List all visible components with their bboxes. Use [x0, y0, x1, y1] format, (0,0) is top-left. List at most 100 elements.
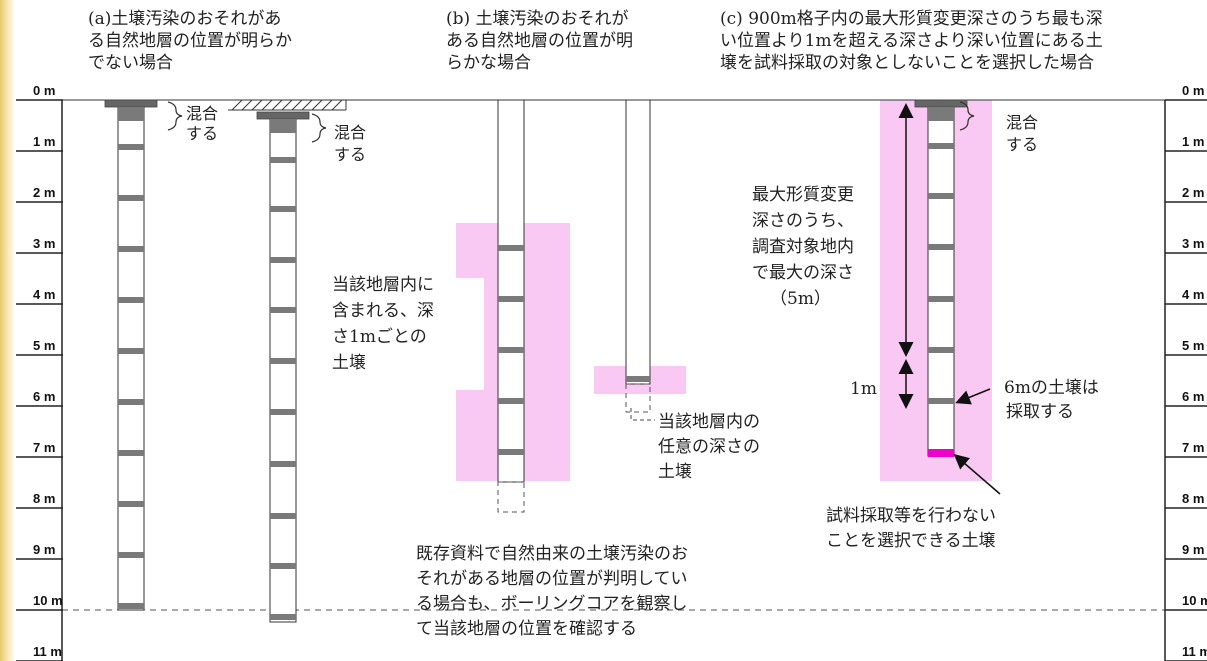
bore-b2 — [625, 99, 651, 413]
bore-a1-sample-band — [118, 501, 144, 507]
mix-label-a2: 混合 する — [334, 123, 367, 164]
boring-cores — [104, 99, 968, 623]
bore-a2-tube — [269, 117, 297, 623]
depth-scale-left-label: 5 m — [33, 338, 56, 353]
depth-scale-right-label: 4 m — [1182, 287, 1205, 302]
bore-a2-sample-band — [270, 257, 296, 263]
hatched-surface-cover — [228, 99, 347, 111]
bore-a1-sample-band — [118, 552, 144, 558]
bore-a2-sample-band — [270, 614, 296, 620]
bore-a1 — [104, 99, 158, 611]
depth-scale-left-label: 9 m — [33, 542, 56, 557]
arrow-6m-sample — [955, 388, 991, 405]
bore-a1-sample-band — [118, 399, 144, 405]
bore-b1-sample-band — [498, 398, 524, 404]
bore-a1-cap — [104, 99, 158, 108]
depth-scale-right-label: 0 m — [1182, 83, 1205, 98]
label-any-depth: 当該地層内の 任意の深さの 土壌 — [658, 412, 760, 482]
depth-scale-right-label: 1 m — [1182, 134, 1205, 149]
bore-b1-dashed-extension — [497, 481, 525, 513]
depth-scale-left-label: 4 m — [33, 287, 56, 302]
depth-scale-right-label: 6 m — [1182, 389, 1205, 404]
bore-a1-tube — [117, 106, 145, 611]
bore-c — [914, 99, 968, 457]
label-layer-soil: 当該地層内に 含まれる、深 さ1mごとの 土壌 — [332, 275, 434, 373]
depth-scales — [16, 99, 1207, 661]
depth-scale-right-label: 2 m — [1182, 185, 1205, 200]
depth-scale-right — [1164, 99, 1207, 661]
mix-brace-a2 — [311, 113, 327, 143]
bore-a1-sample-band — [118, 450, 144, 456]
bore-a2-cap — [256, 111, 310, 120]
bore-a2-sample-band — [270, 563, 296, 569]
bore-a1-sample-band — [118, 144, 144, 150]
depth-scale-right-label: 10 m — [1182, 593, 1207, 608]
depth-scale-left — [16, 99, 63, 661]
any-depth-guide — [630, 408, 655, 421]
bore-b1 — [497, 99, 525, 513]
bore-a2-sample-band — [270, 513, 296, 519]
depth-scale-left-label: 3 m — [33, 236, 56, 251]
bore-a2-mixed-sample — [270, 119, 296, 133]
bore-c-sample-band — [928, 244, 954, 250]
bore-b2-tube — [625, 99, 651, 385]
pink-zone-b-notch — [456, 278, 484, 390]
mix-brace-a1 — [167, 101, 183, 131]
label-existing-data: 既存資料で自然由来の土壌汚染のお それがある地層の位置が判明してい る場合も、ボ… — [416, 544, 688, 639]
label-one-meter: 1m — [850, 379, 877, 399]
bore-b1-sample-band — [498, 449, 524, 455]
bore-a1-sample-band — [118, 297, 144, 303]
depth-scale-left-label: 7 m — [33, 440, 56, 455]
bore-a2 — [256, 111, 310, 623]
depth-scale-left-label: 11 m — [33, 644, 62, 659]
bore-b2-dashed-extension — [625, 383, 651, 413]
caption-c: (c) 900m格子内の最大形質変更深さのうち最も深 い位置より1mを超える深さ… — [720, 9, 1103, 73]
bore-b2-sample-band — [626, 376, 650, 382]
bore-a1-mixed-sample — [118, 107, 144, 121]
depth-scale-right-label: 3 m — [1182, 236, 1205, 251]
bore-a1-sample-band — [118, 348, 144, 354]
bore-c-mixed-sample — [928, 107, 954, 121]
bore-a1-sample-band — [118, 246, 144, 252]
depth-scale-right-label: 7 m — [1182, 440, 1205, 455]
bore-a2-sample-band — [270, 307, 296, 313]
bore-a1-sample-band — [118, 195, 144, 201]
label-no-sample: 試料採取等を行わない ことを選択できる土壌 — [826, 506, 996, 551]
bore-a2-sample-band — [270, 206, 296, 212]
mix-label-a1: 混合 する — [186, 104, 219, 143]
bore-b1-sample-band — [498, 296, 524, 302]
bore-a2-sample-band — [270, 461, 296, 467]
depth-scale-left-label: 6 m — [33, 389, 56, 404]
bore-b1-tube — [497, 99, 525, 483]
arrow-no-sample — [953, 454, 1001, 495]
page-edge-gradient — [0, 0, 14, 661]
bore-b1-sample-band — [498, 245, 524, 251]
bore-b1-sample-band — [498, 347, 524, 353]
bore-c-cap — [914, 99, 968, 108]
bore-a2-sample-band — [270, 409, 296, 415]
label-max-depth: 最大形質変更 深さのうち、 調査対象地内 で最大の深さ （5m） — [752, 185, 854, 309]
depth-scale-left-label: 8 m — [33, 491, 56, 506]
depth-scale-left-label: 0 m — [33, 83, 56, 98]
depth-scale-right-label: 5 m — [1182, 338, 1205, 353]
bore-c-sample-band — [928, 143, 954, 149]
mix-label-c: 混合 する — [1006, 113, 1039, 154]
mix-brace-c — [959, 101, 975, 131]
bore-a2-sample-band — [270, 358, 296, 364]
caption-b: (b) 土壌汚染のおそれが ある自然地層の位置が明 らかな場合 — [446, 9, 633, 73]
depth-scale-left-label: 1 m — [33, 134, 56, 149]
depth-scale-left-label: 2 m — [33, 185, 56, 200]
depth-scale-right-label: 9 m — [1182, 542, 1205, 557]
bore-c-sample-band — [928, 296, 954, 302]
depth-scale-right-label: 11 m — [1182, 644, 1207, 659]
bore-c-sample-band — [928, 347, 954, 353]
caption-a: (a)土壌汚染のおそれがあ る自然地層の位置が明らか でない場合 — [88, 9, 292, 73]
label-take-6m: 6mの土壌は 採取する — [1004, 378, 1099, 422]
bore-a2-sample-band — [270, 157, 296, 163]
bore-c-excluded-sample — [928, 449, 954, 457]
bore-c-sample-band — [928, 398, 954, 404]
depth-scale-right-label: 8 m — [1182, 491, 1205, 506]
bore-a1-sample-band — [118, 603, 144, 609]
depth-scale-left-label: 10 m — [33, 593, 63, 608]
